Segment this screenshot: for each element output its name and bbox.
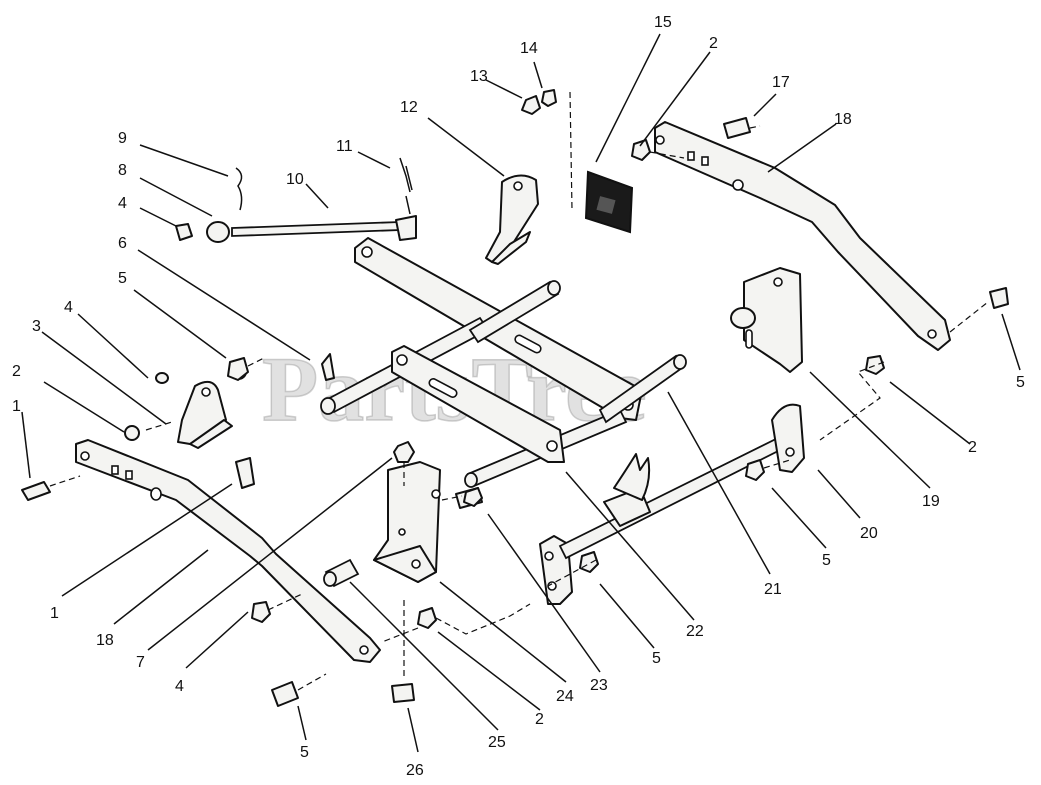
cross-shaft-assembly (320, 237, 687, 488)
callout-19: 19 (922, 493, 940, 510)
callout-1-left: 1 (12, 398, 21, 415)
callout-14: 14 (520, 40, 538, 57)
callout-21: 21 (764, 581, 782, 598)
lift-arm-right (654, 121, 951, 351)
callout-12: 12 (400, 99, 418, 116)
callout-4-bottom: 4 (175, 678, 184, 695)
callout-5-center-bottom: 5 (652, 650, 661, 667)
callout-2-right: 2 (968, 439, 977, 456)
callout-4-upper-left: 4 (64, 299, 73, 316)
callout-18-bottom: 18 (96, 632, 114, 649)
callout-1-bottom: 1 (50, 605, 59, 622)
callouts: 1 1 2 2 2 2 3 4 4 4 5 5 5 5 5 5 6 7 8 9 … (12, 14, 1025, 779)
callout-6: 6 (118, 235, 127, 252)
callout-26: 26 (406, 762, 424, 779)
callout-25: 25 (488, 734, 506, 751)
link-rod-10 (175, 157, 417, 243)
callout-8: 8 (118, 162, 127, 179)
callout-17: 17 (772, 74, 790, 91)
bumper-pad (584, 170, 634, 234)
bracket-12 (485, 174, 539, 265)
callout-11: 11 (336, 138, 353, 155)
callout-15: 15 (654, 14, 672, 31)
bracket-24 (373, 461, 441, 583)
bracket-3 (124, 364, 247, 449)
callout-2-left: 2 (12, 363, 21, 380)
callout-18-top: 18 (834, 111, 852, 128)
callout-4-top: 4 (118, 195, 127, 212)
callout-3: 3 (32, 318, 41, 335)
callout-13: 13 (470, 68, 488, 85)
alignment-lines (49, 91, 989, 691)
lift-arm-left (75, 439, 381, 663)
callout-24: 24 (556, 688, 574, 705)
callout-5-right: 5 (1016, 374, 1025, 391)
callout-10: 10 (286, 171, 304, 188)
callout-2-top: 2 (709, 35, 718, 52)
lower-shaft-assembly (539, 403, 805, 605)
leader-lines (21, 33, 1021, 753)
callout-20: 20 (860, 525, 878, 542)
bushing-25 (323, 558, 360, 588)
nuts (227, 89, 885, 629)
callout-7: 7 (136, 654, 145, 671)
callout-2-bottom: 2 (535, 711, 544, 728)
callout-23: 23 (590, 677, 608, 694)
callout-5-upper-left: 5 (118, 270, 127, 287)
callout-9: 9 (118, 130, 127, 147)
callout-5-bottom: 5 (300, 744, 309, 761)
callout-5-center-right: 5 (822, 552, 831, 569)
bracket-19 (730, 267, 803, 373)
callout-22: 22 (686, 623, 704, 640)
